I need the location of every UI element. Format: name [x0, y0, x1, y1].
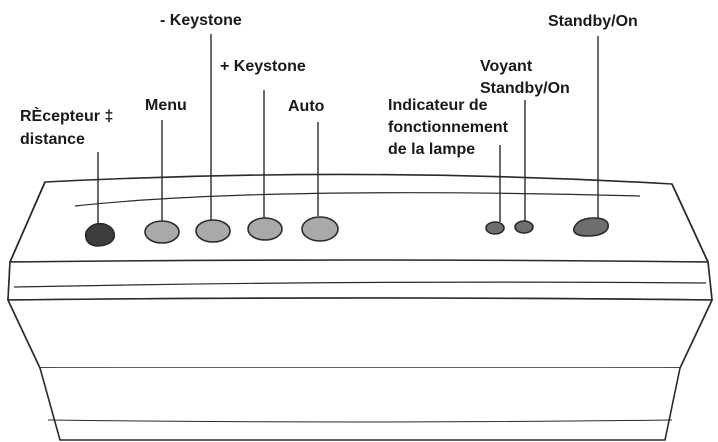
- label-recepteur-line1: RÈcepteur ‡: [20, 108, 114, 125]
- lamp-indicator: [485, 221, 505, 235]
- standby-on-button: [572, 217, 610, 237]
- front-bevel-inner: [13, 281, 707, 288]
- menu-button: [144, 220, 180, 244]
- front-panel: [7, 297, 713, 369]
- label-voyant-line2: Standby/On: [480, 80, 570, 97]
- top-surface: [9, 173, 709, 263]
- label-voyant-line1: Voyant: [480, 58, 533, 75]
- label-lamp-line2: fonctionnement: [388, 119, 508, 136]
- label-lamp-line3: de la lampe: [388, 141, 476, 158]
- standby-indicator: [514, 220, 534, 234]
- label-keystone-minus: - Keystone: [160, 12, 242, 29]
- label-auto: Auto: [288, 98, 325, 115]
- keystone-minus-button: [195, 219, 231, 243]
- bottom-base: [39, 367, 681, 441]
- projector-body: [7, 173, 713, 441]
- label-lamp-line1: Indicateur de: [388, 97, 488, 114]
- label-keystone-plus: + Keystone: [220, 58, 306, 75]
- top-crease: [74, 192, 641, 207]
- controls: [84, 216, 610, 247]
- keystone-plus-button: [247, 217, 283, 241]
- label-menu: Menu: [145, 97, 187, 114]
- bottom-edge: [47, 419, 673, 423]
- label-standby: Standby/On: [548, 13, 638, 30]
- auto-button: [301, 216, 339, 242]
- leader-lines: [97, 34, 599, 224]
- receiver-sensor: [84, 222, 116, 247]
- front-bevel: [7, 259, 713, 301]
- label-recepteur-line2: distance: [20, 131, 85, 148]
